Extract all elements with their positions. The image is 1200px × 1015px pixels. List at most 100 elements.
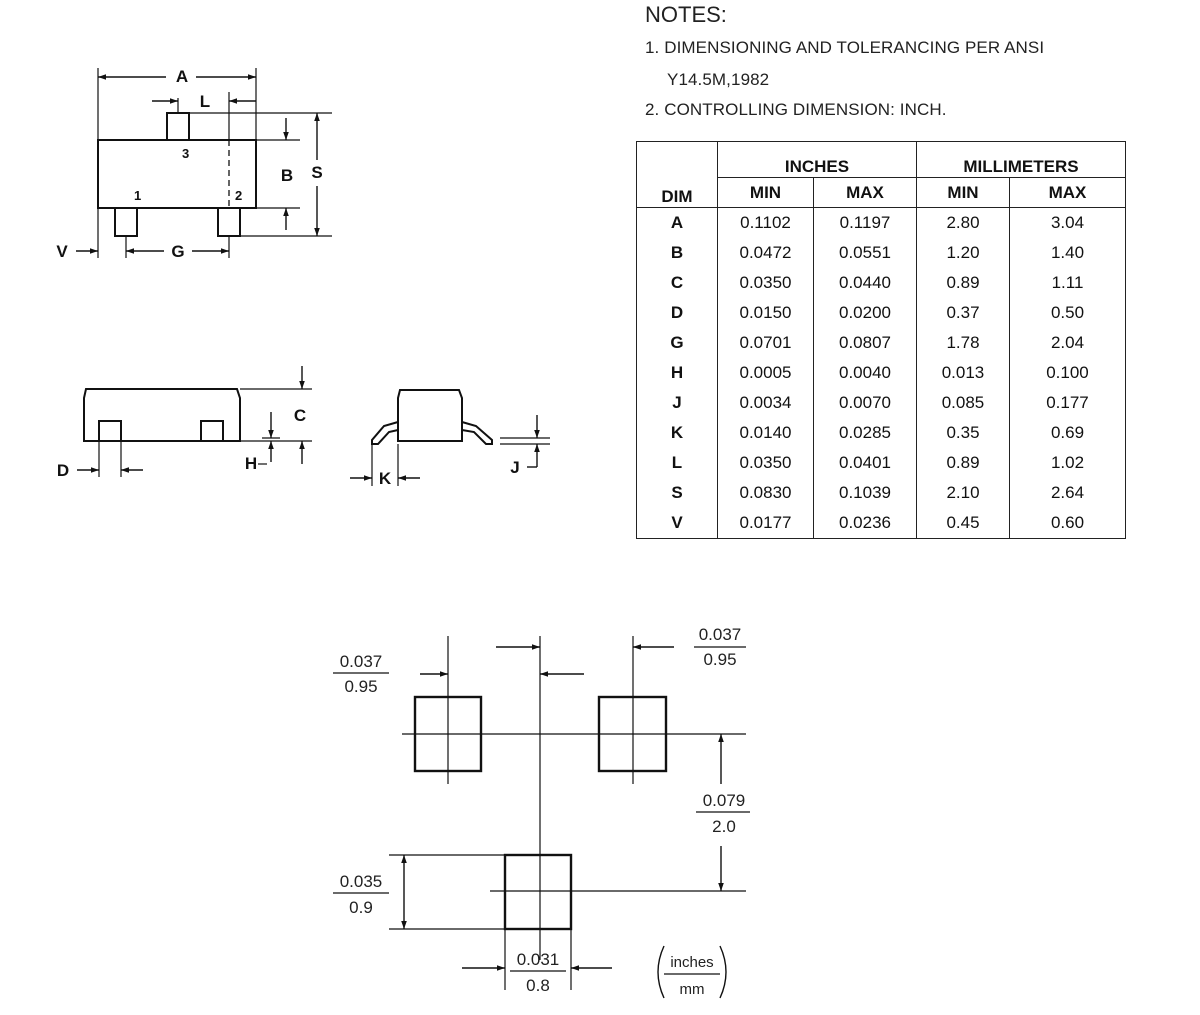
footprint-pad-3 bbox=[503, 853, 573, 931]
row-spacing-inches: 0.079 bbox=[703, 791, 746, 810]
table-cell-value: 1.11 bbox=[1009, 268, 1126, 298]
lead-3 bbox=[166, 112, 190, 141]
table-cell-value: 1.78 bbox=[916, 328, 1010, 358]
lead-1 bbox=[114, 207, 138, 237]
label-S: S bbox=[311, 163, 322, 182]
lead-side-1 bbox=[98, 420, 122, 442]
pitch-left-inches: 0.037 bbox=[340, 652, 383, 671]
pitch-right-inches: 0.037 bbox=[699, 625, 742, 644]
pin-label-3: 3 bbox=[182, 146, 189, 161]
label-J: J bbox=[510, 458, 519, 477]
mm-max-header: MAX bbox=[1009, 177, 1126, 208]
dimension-table: DIM INCHES MILLIMETERS MIN MAX MIN MAX A… bbox=[636, 141, 1126, 539]
table-cell-dim: B bbox=[636, 238, 718, 268]
inches-max-header: MAX bbox=[813, 177, 917, 208]
label-L: L bbox=[200, 92, 210, 111]
footprint-pad-1 bbox=[413, 695, 483, 773]
table-cell-dim: S bbox=[636, 478, 718, 508]
package-body-top bbox=[97, 139, 257, 209]
table-cell-dim: D bbox=[636, 298, 718, 328]
footprint-drawing bbox=[333, 636, 750, 999]
table-cell-dim: J bbox=[636, 388, 718, 418]
units-legend-mm: mm bbox=[680, 981, 705, 998]
table-cell-dim: L bbox=[636, 448, 718, 478]
table-cell-value: 0.1102 bbox=[717, 207, 814, 238]
pin-label-2: 2 bbox=[235, 188, 242, 203]
pad-height-inches: 0.035 bbox=[340, 872, 383, 891]
table-cell-value: 0.0140 bbox=[717, 418, 814, 448]
pitch-right-mm: 0.95 bbox=[703, 650, 736, 669]
table-cell-value: 3.04 bbox=[1009, 207, 1126, 238]
table-cell-value: 0.89 bbox=[916, 268, 1010, 298]
table-cell-dim: K bbox=[636, 418, 718, 448]
table-cell-dim: H bbox=[636, 358, 718, 388]
table-cell-value: 2.64 bbox=[1009, 478, 1126, 508]
table-cell-value: 0.100 bbox=[1009, 358, 1126, 388]
side-view-end bbox=[350, 389, 550, 486]
table-cell-value: 1.20 bbox=[916, 238, 1010, 268]
label-K: K bbox=[379, 469, 392, 488]
table-cell-value: 0.0285 bbox=[813, 418, 917, 448]
pad-width-inches: 0.031 bbox=[517, 950, 560, 969]
table-cell-value: 0.0150 bbox=[717, 298, 814, 328]
gull-wing-lead-right bbox=[461, 421, 493, 445]
table-cell-value: 0.0440 bbox=[813, 268, 917, 298]
table-cell-value: 0.0830 bbox=[717, 478, 814, 508]
units-legend-inches: inches bbox=[670, 954, 713, 971]
table-cell-value: 0.35 bbox=[916, 418, 1010, 448]
inches-min-header: MIN bbox=[717, 177, 814, 208]
table-cell-dim: G bbox=[636, 328, 718, 358]
gull-wing-lead-left bbox=[371, 421, 399, 445]
label-H: H bbox=[245, 454, 257, 473]
package-body-end bbox=[397, 389, 463, 442]
side-view-front bbox=[77, 366, 312, 477]
side-view-end-labels: K J bbox=[379, 458, 520, 488]
table-cell-value: 0.085 bbox=[916, 388, 1010, 418]
lead-2 bbox=[217, 207, 241, 237]
pad-width-mm: 0.8 bbox=[526, 976, 550, 995]
note-2: 2. CONTROLLING DIMENSION: INCH. bbox=[645, 100, 947, 119]
note-1-cont: Y14.5M,1982 bbox=[667, 70, 770, 89]
label-G: G bbox=[171, 242, 184, 261]
table-cell-value: 0.0005 bbox=[717, 358, 814, 388]
table-cell-value: 2.10 bbox=[916, 478, 1010, 508]
table-cell-value: 0.0472 bbox=[717, 238, 814, 268]
inches-header: INCHES bbox=[717, 141, 917, 178]
note-1: 1. DIMENSIONING AND TOLERANCING PER ANSI bbox=[645, 38, 1045, 57]
table-cell-value: 0.0401 bbox=[813, 448, 917, 478]
label-B: B bbox=[281, 166, 293, 185]
table-cell-value: 0.0177 bbox=[717, 508, 814, 539]
table-cell-value: 0.177 bbox=[1009, 388, 1126, 418]
table-cell-value: 0.013 bbox=[916, 358, 1010, 388]
table-cell-value: 0.50 bbox=[1009, 298, 1126, 328]
label-A: A bbox=[176, 67, 188, 86]
table-cell-value: 0.0551 bbox=[813, 238, 917, 268]
table-cell-value: 0.69 bbox=[1009, 418, 1126, 448]
table-cell-value: 0.0040 bbox=[813, 358, 917, 388]
notes-title: NOTES: bbox=[645, 2, 727, 27]
table-cell-value: 0.45 bbox=[916, 508, 1010, 539]
pad-height-mm: 0.9 bbox=[349, 898, 373, 917]
table-cell-value: 0.0200 bbox=[813, 298, 917, 328]
dim-header: DIM bbox=[636, 141, 718, 208]
table-cell-value: 0.0350 bbox=[717, 448, 814, 478]
millimeters-header: MILLIMETERS bbox=[916, 141, 1126, 178]
label-C: C bbox=[294, 406, 306, 425]
label-V: V bbox=[56, 242, 68, 261]
table-cell-value: 2.04 bbox=[1009, 328, 1126, 358]
row-spacing-mm: 2.0 bbox=[712, 817, 736, 836]
table-cell-value: 0.0807 bbox=[813, 328, 917, 358]
pin-label-1: 1 bbox=[134, 188, 141, 203]
top-view-labels: A L B S V G 1 2 3 bbox=[56, 67, 322, 261]
